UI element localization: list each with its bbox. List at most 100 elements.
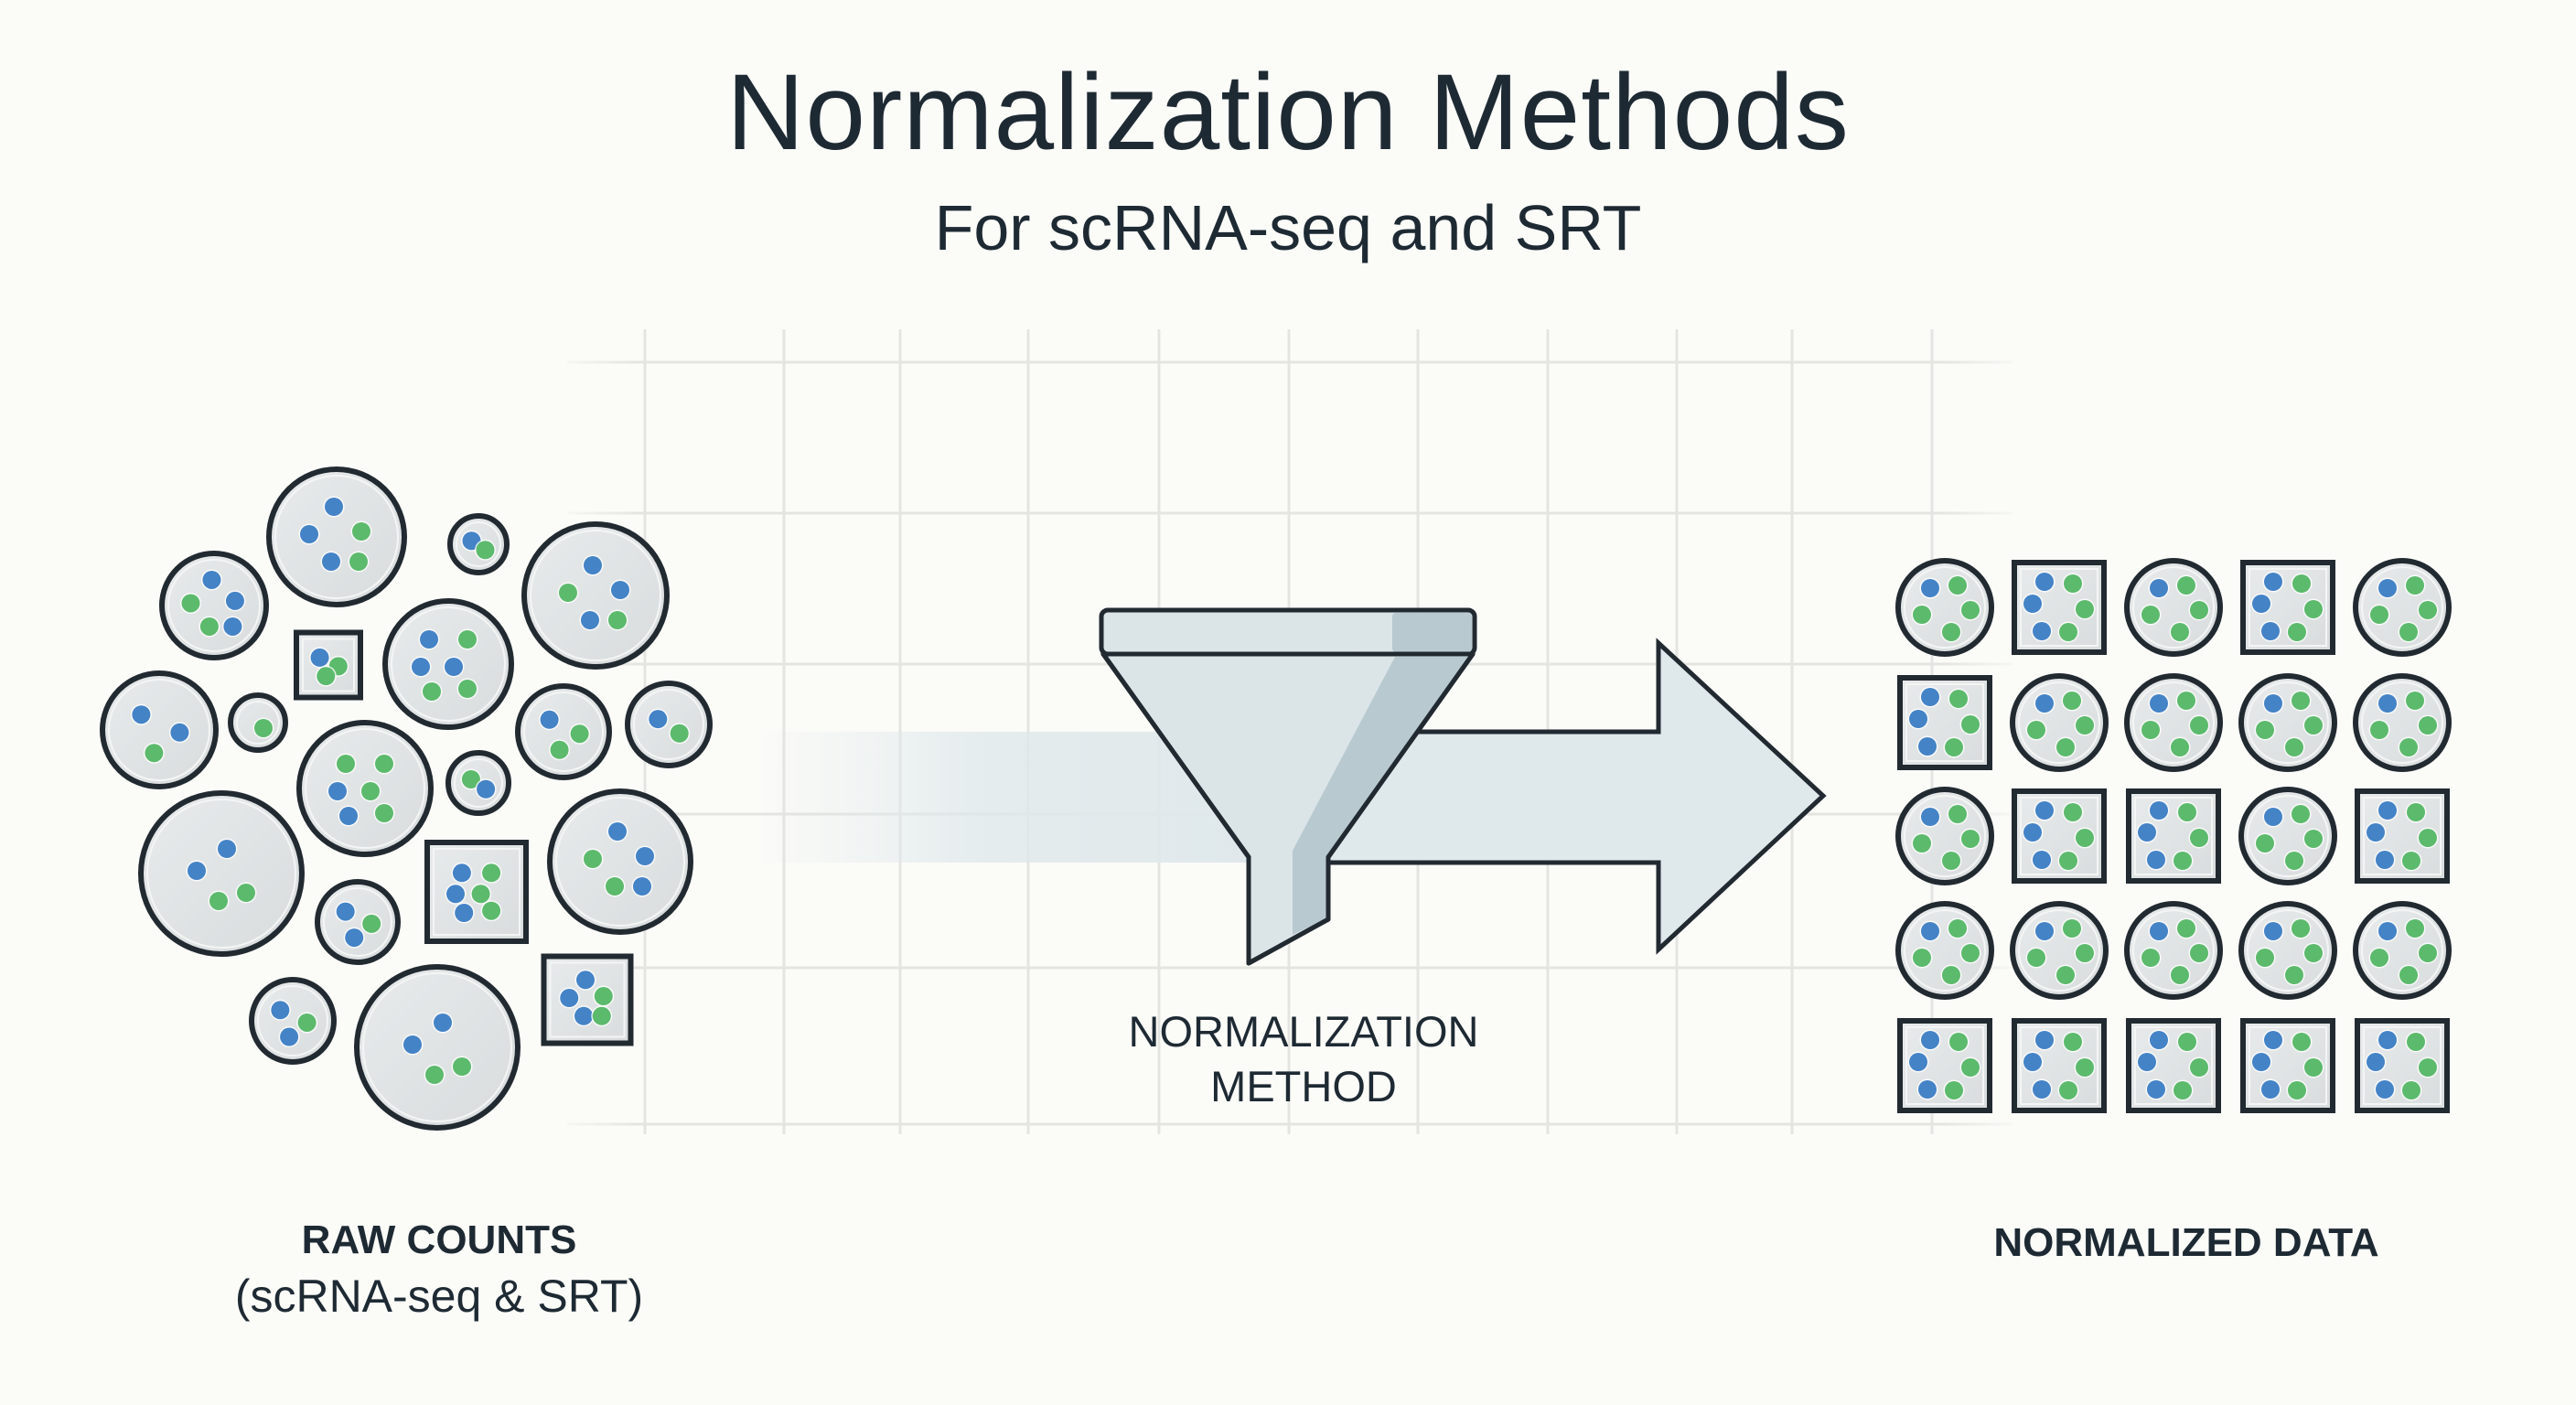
raw-counts-cluster	[100, 467, 713, 1131]
blue-gene-dot	[2033, 622, 2051, 640]
green-gene-dot	[482, 901, 501, 920]
green-gene-dot	[2177, 692, 2195, 710]
raw-cell-square	[294, 629, 363, 701]
green-gene-dot	[2076, 829, 2094, 847]
blue-gene-dot	[2264, 694, 2282, 713]
blue-gene-dot	[581, 611, 599, 629]
green-gene-dot	[2370, 949, 2388, 967]
green-gene-dot	[453, 1057, 471, 1076]
green-gene-dot	[2076, 716, 2094, 735]
normalized-cell-circle	[2124, 901, 2223, 1000]
blue-gene-dot	[339, 807, 358, 825]
green-gene-dot	[2174, 852, 2192, 870]
blue-gene-dot	[2376, 1080, 2394, 1099]
blue-gene-dot	[2264, 808, 2282, 826]
raw-cell-circle	[159, 551, 269, 660]
green-gene-dot	[471, 885, 490, 904]
green-gene-dot	[317, 667, 336, 686]
green-gene-dot	[2059, 623, 2077, 641]
blue-gene-dot	[2150, 694, 2168, 713]
green-gene-dot	[2256, 834, 2274, 853]
blue-gene-dot	[202, 570, 221, 589]
blue-gene-dot	[1909, 1053, 1927, 1071]
green-gene-dot	[1961, 601, 1980, 619]
green-gene-dot	[2304, 944, 2323, 962]
green-gene-dot	[2141, 606, 2160, 624]
green-gene-dot	[209, 892, 228, 910]
green-gene-dot	[352, 522, 370, 541]
blue-gene-dot	[1921, 579, 1939, 597]
raw-cell-circle	[445, 750, 511, 816]
raw-cell-circle	[138, 790, 305, 957]
normalization-flow	[759, 607, 1827, 966]
green-gene-dot	[2402, 852, 2420, 870]
green-gene-dot	[1948, 805, 1967, 823]
raw-cell-circle	[249, 977, 337, 1065]
blue-gene-dot	[608, 822, 627, 841]
blue-gene-dot	[2150, 801, 2168, 820]
raw-cell-circle	[547, 788, 693, 935]
green-gene-dot	[2292, 1033, 2311, 1051]
blue-gene-dot	[1921, 1031, 1939, 1049]
blue-gene-dot	[2261, 622, 2280, 640]
green-gene-dot	[1942, 852, 1960, 870]
green-gene-dot	[670, 724, 689, 743]
normalized-cell-circle	[2353, 558, 2452, 657]
green-gene-dot	[337, 755, 355, 773]
green-gene-dot	[458, 680, 477, 698]
green-gene-dot	[2076, 944, 2094, 962]
raw-cell-circle	[100, 670, 219, 789]
normalized-cell-square	[1897, 1018, 1992, 1113]
blue-gene-dot	[1921, 922, 1939, 940]
green-gene-dot	[1942, 623, 1960, 641]
green-gene-dot	[2177, 576, 2195, 595]
green-gene-dot	[584, 850, 602, 868]
raw-cell-square	[424, 840, 529, 944]
blue-gene-dot	[649, 710, 668, 729]
raw-counts-label: RAW COUNTS (scRNA-seq & SRT)	[137, 1217, 741, 1324]
raw-cell-circle	[266, 467, 407, 607]
normalized-cell-circle	[2353, 901, 2452, 1000]
green-gene-dot	[2064, 803, 2082, 821]
green-gene-dot	[2402, 1081, 2420, 1099]
blue-gene-dot	[584, 556, 602, 574]
green-gene-dot	[2256, 949, 2274, 967]
green-gene-dot	[2056, 738, 2075, 756]
blue-gene-dot	[412, 658, 430, 676]
blue-gene-dot	[455, 904, 474, 922]
green-gene-dot	[254, 719, 273, 737]
green-gene-dot	[2399, 738, 2418, 756]
green-gene-dot	[2419, 716, 2437, 735]
normalized-cell-circle	[2238, 787, 2337, 885]
green-gene-dot	[2059, 852, 2077, 870]
green-gene-dot	[2178, 803, 2196, 821]
green-gene-dot	[2406, 692, 2424, 710]
normalized-cell-circle	[2353, 673, 2452, 772]
blue-gene-dot	[2023, 823, 2042, 842]
normalized-cell-circle	[2124, 558, 2223, 657]
green-gene-dot	[2178, 1033, 2196, 1051]
blue-gene-dot	[2378, 922, 2397, 940]
green-gene-dot	[423, 682, 441, 701]
blue-gene-dot	[223, 617, 242, 636]
blue-gene-dot	[2367, 823, 2385, 842]
green-gene-dot	[2285, 738, 2303, 756]
green-gene-dot	[2171, 966, 2189, 984]
normalized-cell-square	[2355, 788, 2450, 884]
green-gene-dot	[2059, 1081, 2077, 1099]
blue-gene-dot	[300, 525, 318, 543]
green-gene-dot	[2064, 1033, 2082, 1051]
blue-gene-dot	[310, 648, 329, 667]
normalized-cell-square	[2012, 1018, 2107, 1113]
green-gene-dot	[570, 724, 589, 744]
blue-gene-dot	[2252, 595, 2270, 613]
green-gene-dot	[2177, 919, 2195, 938]
green-gene-dot	[2027, 721, 2045, 739]
blue-gene-dot	[345, 928, 364, 948]
green-gene-dot	[1942, 966, 1960, 984]
green-gene-dot	[2056, 966, 2075, 984]
blue-gene-dot	[2035, 694, 2054, 713]
blue-gene-dot	[2035, 922, 2054, 940]
blue-gene-dot	[218, 840, 236, 858]
blue-gene-dot	[325, 498, 343, 516]
